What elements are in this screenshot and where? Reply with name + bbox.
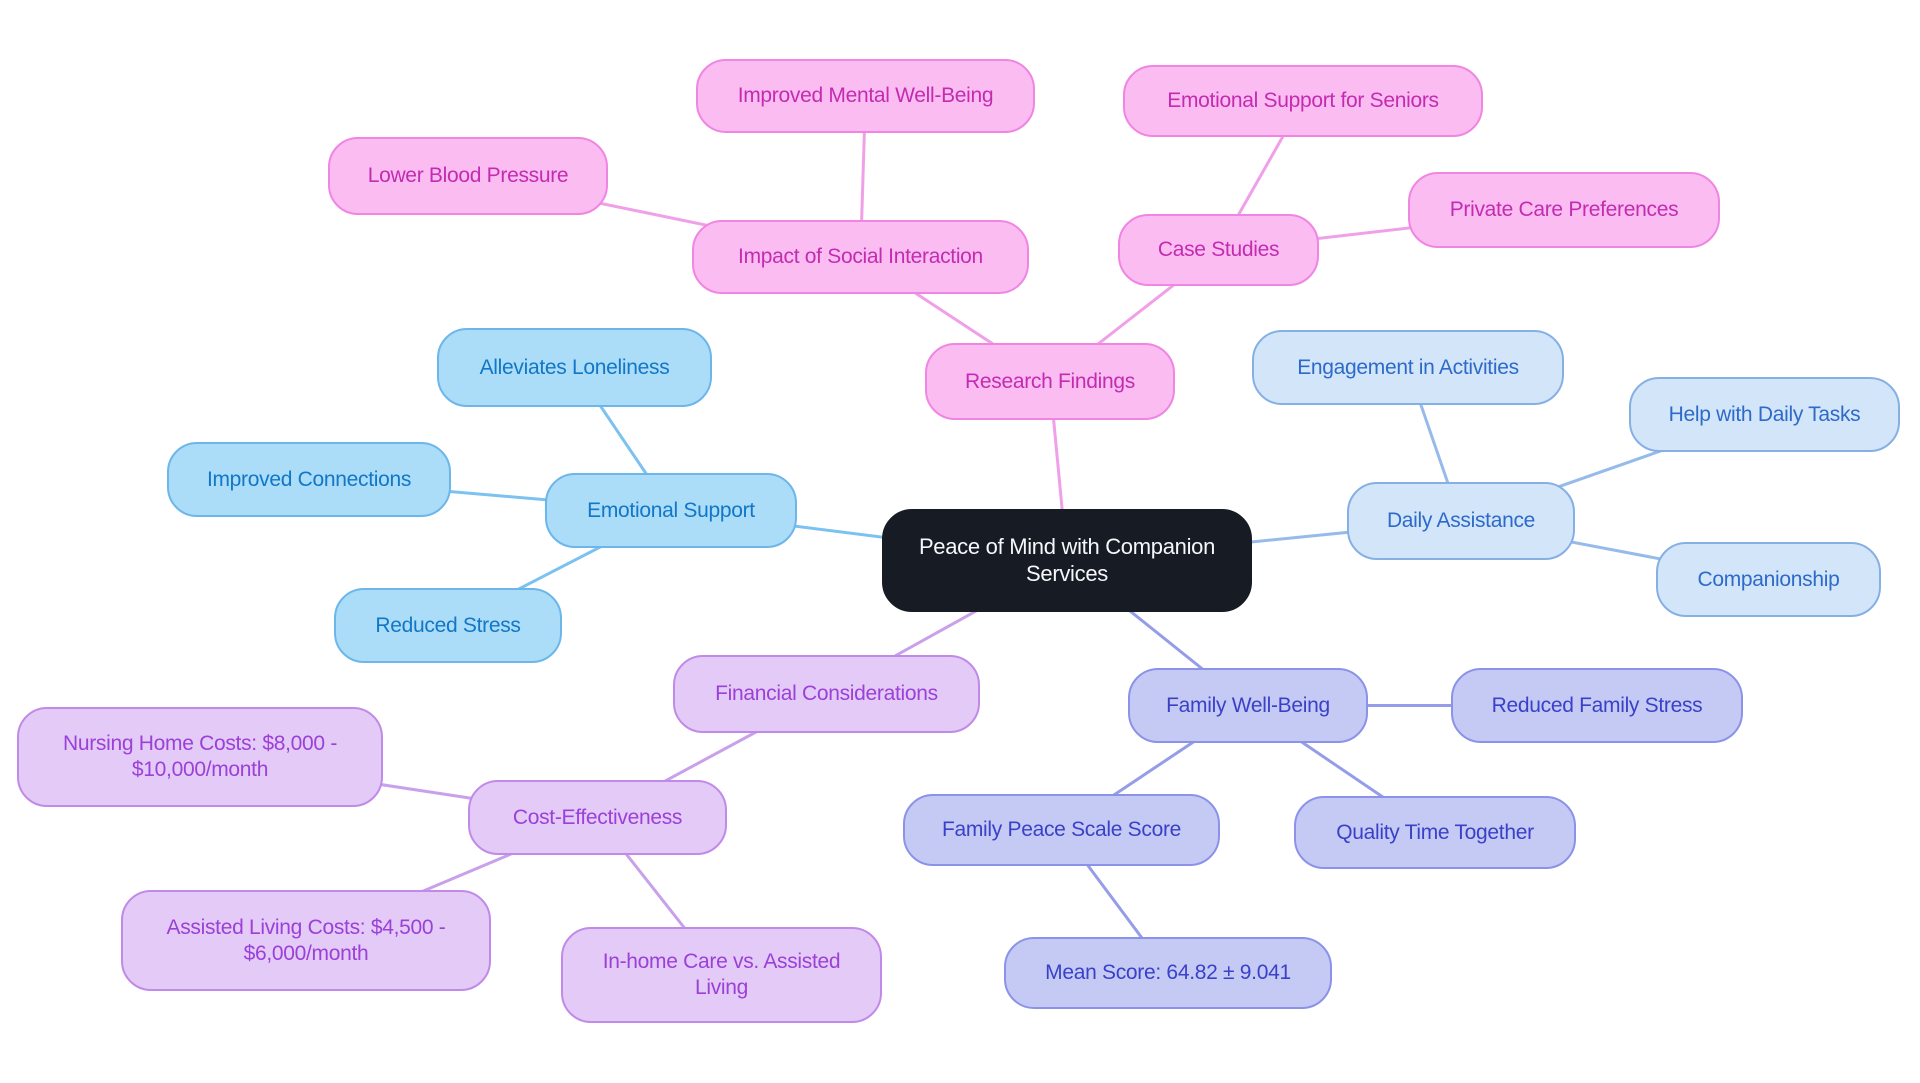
node-label: Nursing Home Costs: $8,000 - $10,000/mon…: [62, 732, 338, 781]
node-label: Private Care Preferences: [1449, 198, 1679, 222]
node-daily-assistance[interactable]: Daily Assistance: [1347, 482, 1575, 560]
node-label: Companionship: [1697, 567, 1840, 591]
node-label: Assisted Living Costs: $4,500 - $6,000/m…: [166, 915, 446, 965]
node-central-topic[interactable]: Peace of Mind with Companion Services: [882, 509, 1252, 612]
node-label: In-home Care vs. Assisted Living: [602, 950, 841, 999]
node-help-with-daily-tasks[interactable]: Help with Daily Tasks: [1629, 377, 1900, 452]
node-improved-connections[interactable]: Improved Connections: [167, 442, 451, 517]
node-case-studies[interactable]: Case Studies: [1118, 214, 1319, 286]
node-label: Impact of Social Interaction: [738, 245, 983, 269]
node-private-care-preferences[interactable]: Private Care Preferences: [1408, 172, 1720, 248]
node-label: Improved Connections: [206, 467, 412, 491]
node-emotional-support-for-seniors[interactable]: Emotional Support for Seniors: [1123, 65, 1483, 137]
node-label: Case Studies: [1157, 238, 1280, 262]
node-family-peace-scale-score[interactable]: Family Peace Scale Score: [903, 794, 1220, 866]
node-label: Research Findings: [965, 369, 1135, 393]
node-label: Engagement in Activities: [1297, 355, 1519, 379]
node-label: Emotional Support: [587, 498, 755, 522]
node-label: Daily Assistance: [1386, 509, 1536, 533]
node-label: Reduced Family Stress: [1491, 693, 1703, 717]
node-label: Help with Daily Tasks: [1668, 402, 1861, 426]
node-label: Reduced Stress: [375, 613, 521, 637]
node-improved-mental-well-being[interactable]: Improved Mental Well-Being: [696, 59, 1035, 133]
node-label: Financial Considerations: [715, 682, 938, 706]
node-label: Emotional Support for Seniors: [1167, 89, 1439, 113]
node-engagement-in-activities[interactable]: Engagement in Activities: [1252, 330, 1564, 405]
node-label: Lower Blood Pressure: [367, 164, 569, 188]
node-label: Cost-Effectiveness: [512, 805, 683, 829]
node-label: Improved Mental Well-Being: [737, 84, 994, 108]
node-label: Alleviates Loneliness: [479, 355, 670, 379]
node-research-findings[interactable]: Research Findings: [925, 343, 1175, 420]
node-reduced-stress[interactable]: Reduced Stress: [334, 588, 562, 663]
node-in-home-care-vs-assisted-living[interactable]: In-home Care vs. Assisted Living: [561, 927, 882, 1023]
node-financial-considerations[interactable]: Financial Considerations: [673, 655, 980, 733]
node-label: Family Peace Scale Score: [941, 818, 1182, 842]
node-label: Quality Time Together: [1336, 820, 1534, 844]
node-family-well-being[interactable]: Family Well-Being: [1128, 668, 1368, 743]
node-label: Peace of Mind with Companion Services: [918, 533, 1216, 586]
node-mean-score[interactable]: Mean Score: 64.82 ± 9.041: [1004, 937, 1332, 1009]
node-assisted-living-costs[interactable]: Assisted Living Costs: $4,500 - $6,000/m…: [121, 890, 491, 991]
node-lower-blood-pressure[interactable]: Lower Blood Pressure: [328, 137, 608, 215]
node-cost-effectiveness[interactable]: Cost-Effectiveness: [468, 780, 727, 855]
node-impact-of-social-interaction[interactable]: Impact of Social Interaction: [692, 220, 1029, 294]
node-companionship[interactable]: Companionship: [1656, 542, 1881, 617]
node-nursing-home-costs[interactable]: Nursing Home Costs: $8,000 - $10,000/mon…: [17, 707, 383, 807]
node-label: Family Well-Being: [1166, 693, 1330, 717]
node-quality-time-together[interactable]: Quality Time Together: [1294, 796, 1576, 869]
node-label: Mean Score: 64.82 ± 9.041: [1045, 961, 1291, 985]
node-reduced-family-stress[interactable]: Reduced Family Stress: [1451, 668, 1743, 743]
node-alleviates-loneliness[interactable]: Alleviates Loneliness: [437, 328, 712, 407]
node-emotional-support[interactable]: Emotional Support: [545, 473, 797, 548]
